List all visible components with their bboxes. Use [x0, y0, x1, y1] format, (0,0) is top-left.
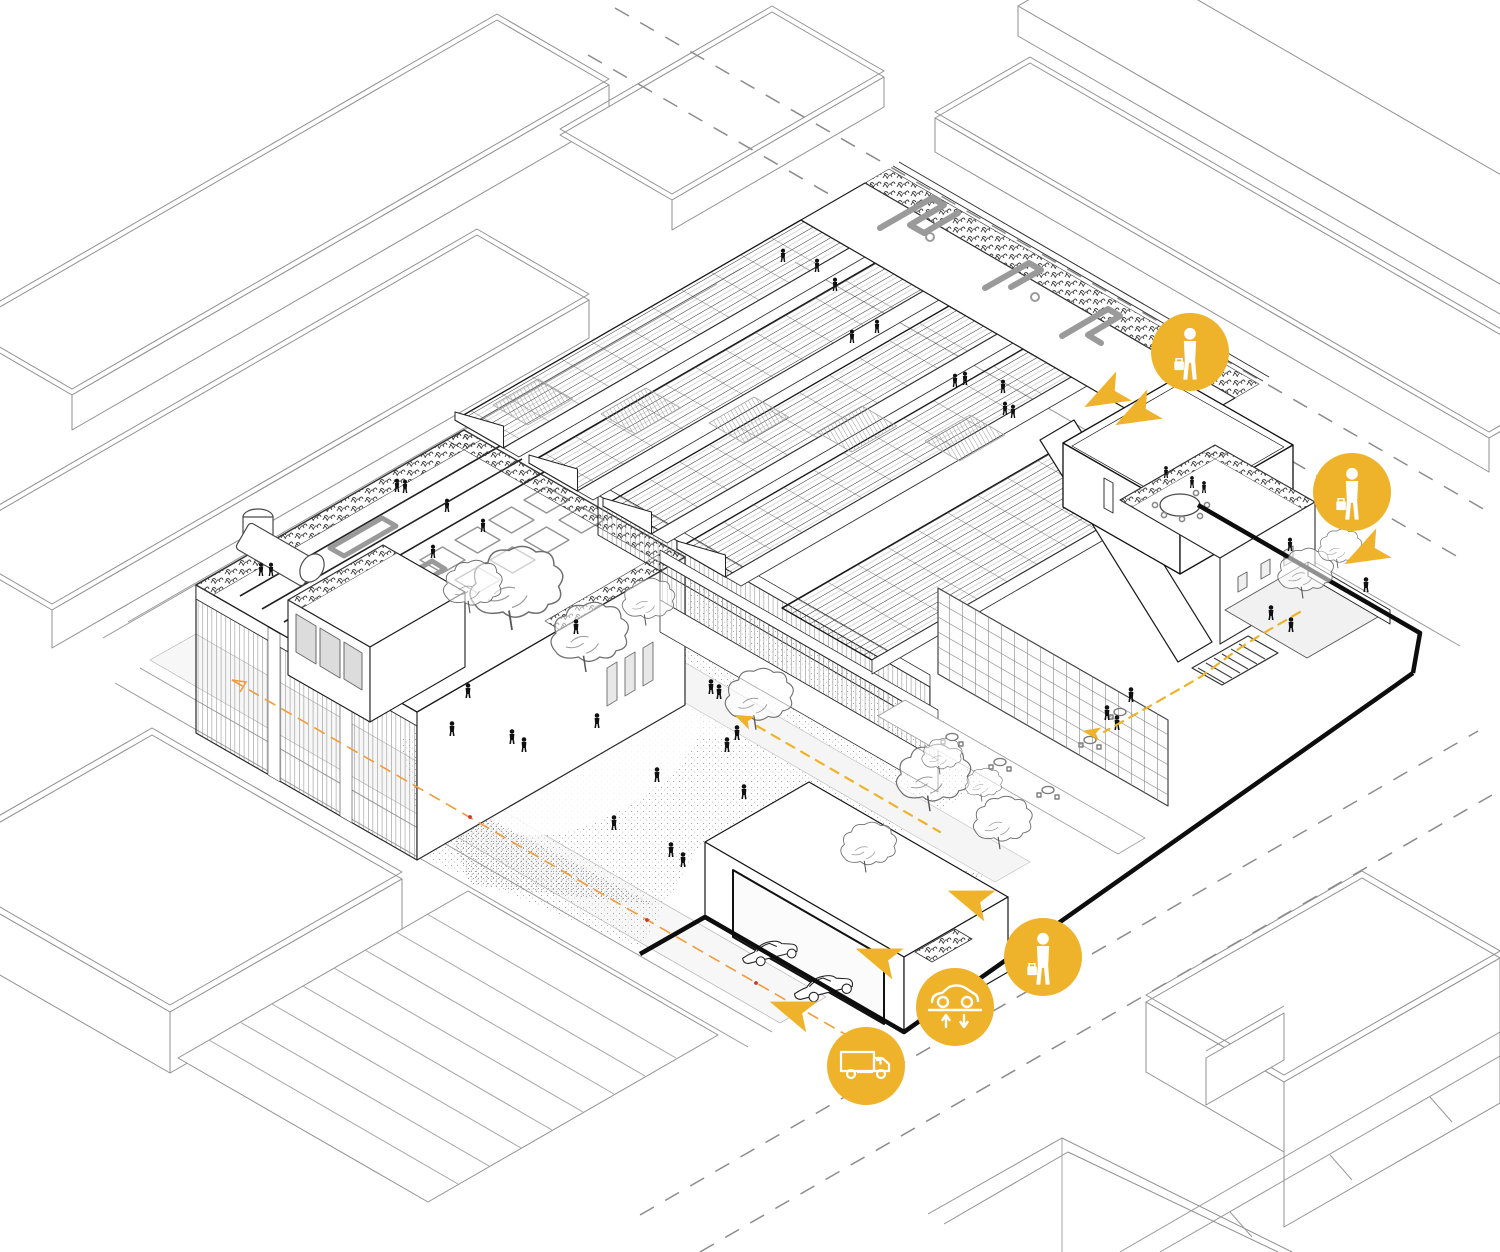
route-alert-dots	[468, 815, 758, 985]
curtain-wall-mullions-h	[938, 588, 1168, 806]
context-bar-topleft-2	[0, 228, 590, 649]
roof-terrace-furniture	[877, 195, 1123, 346]
garage-planter	[914, 928, 973, 963]
context-bar-topright-2	[1017, 0, 1500, 315]
solar-roof	[454, 219, 1191, 675]
person-briefcase-icon	[1151, 313, 1229, 391]
access-icons	[827, 313, 1391, 1105]
route-driveway	[755, 724, 942, 834]
plaza-path	[490, 694, 700, 836]
vehicle-route	[231, 679, 901, 1067]
main-hall	[454, 161, 1270, 793]
left-upper-box	[287, 544, 466, 723]
context-slab-bottomright	[1145, 870, 1500, 1228]
context-bar-topleft-1	[0, 13, 610, 431]
site-boundary	[638, 503, 1423, 1035]
context-slab-bottomleft	[0, 727, 403, 1074]
truck-icon	[827, 1027, 905, 1105]
context-slab-hatched	[177, 890, 719, 1203]
context-bar-topcenter	[559, 5, 885, 231]
left-block-slim-windows	[606, 641, 654, 707]
car-lift-icon	[916, 968, 994, 1046]
garage	[704, 781, 1009, 1033]
roof-duct	[235, 508, 325, 587]
person-briefcase-icon	[1313, 453, 1391, 531]
pedestrian-routes-dashed	[755, 610, 1302, 834]
route-terrace-stairs	[1102, 610, 1302, 734]
person-briefcase-icon	[1004, 918, 1082, 996]
context-gable-bottomcenter	[927, 1137, 1293, 1252]
table-terrace-planter-nw	[1119, 444, 1228, 508]
table-chairs	[1151, 489, 1211, 523]
context-bar-topright-1	[934, 56, 1500, 473]
cafe-furniture	[940, 707, 1127, 800]
entrance-stairs	[1191, 635, 1279, 686]
plaza-planted-triangle-1	[435, 790, 655, 905]
